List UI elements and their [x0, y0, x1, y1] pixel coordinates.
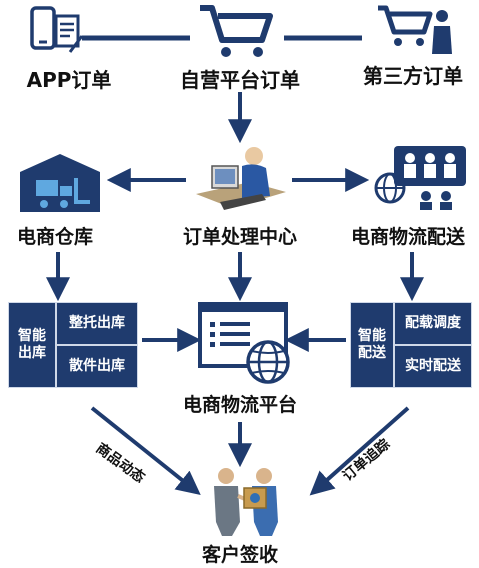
customer-handoff-icon: [204, 466, 284, 538]
load-dispatch-cell: 配载调度: [394, 302, 472, 345]
smart-delivery-title: 智能配送: [350, 302, 394, 388]
platform-window-globe-icon: [196, 300, 296, 386]
order-center-label: 订单处理中心: [182, 226, 297, 248]
third-order-label: 第三方订单: [363, 64, 463, 88]
operator-computer-icon: [190, 136, 290, 218]
warehouse-label: 电商仓库: [16, 226, 93, 248]
realtime-delivery-cell: 实时配送: [394, 345, 472, 388]
pallet-outbound-cell: 整托出库: [56, 302, 138, 345]
smart-outbound-panel: 智能出库 整托出库 散件出库: [8, 302, 138, 388]
app-order-label: APP订单: [26, 68, 112, 92]
self-order-label: 自营平台订单: [180, 68, 300, 92]
app-order-icon: [28, 6, 84, 58]
loose-outbound-cell: 散件出库: [56, 345, 138, 388]
cart-with-person-icon: [376, 2, 458, 58]
platform-label: 电商物流平台: [182, 394, 297, 416]
arrow-diag-right: [309, 406, 410, 496]
shopping-cart-icon: [196, 2, 280, 60]
people-network-icon: [374, 146, 468, 210]
smart-outbound-title: 智能出库: [8, 302, 56, 388]
warehouse-forklift-icon: [16, 150, 104, 214]
customer-sign-label: 客户签收: [201, 544, 278, 566]
smart-delivery-panel: 智能配送 配载调度 实时配送: [350, 302, 472, 388]
arrow-diag-left: [90, 406, 201, 495]
delivery-label: 电商物流配送: [350, 226, 465, 248]
